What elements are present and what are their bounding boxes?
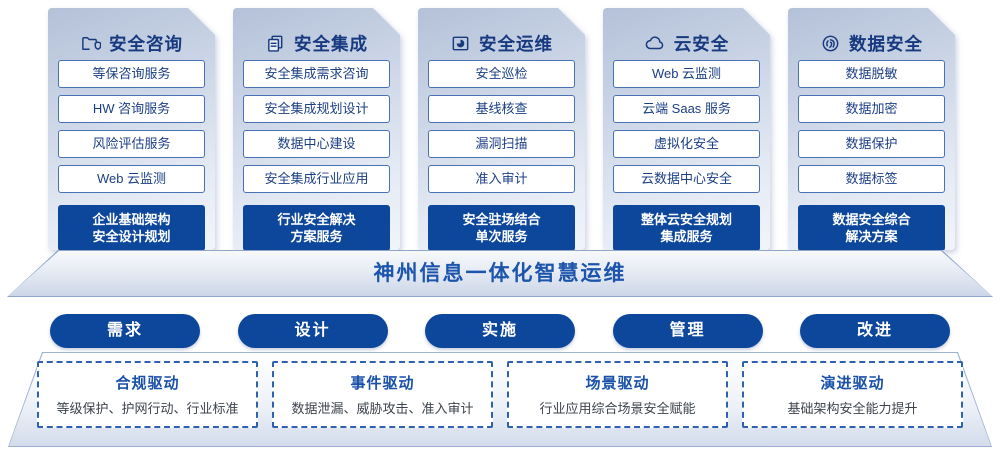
column-panel: 安全运维 安全巡检 基线核查 漏洞扫描 准入审计 安全驻场结合 单次服务: [418, 8, 585, 250]
driver-description: 基础架构安全能力提升: [787, 401, 918, 416]
service-item: 安全集成行业应用: [243, 165, 390, 193]
column-title: 数据安全: [849, 33, 923, 54]
phase-pills: 需求 设计 实施 管理 改进: [50, 314, 950, 348]
service-item: 虚拟化安全: [613, 130, 760, 158]
service-item: 数据中心建设: [243, 130, 390, 158]
driver-evolution: 演进驱动 基础架构安全能力提升: [742, 361, 963, 428]
phase-pill-improvement: 改进: [800, 314, 950, 348]
column-header: 安全集成: [233, 8, 400, 60]
driver-boxes: 合规驱动 等级保护、护网行动、行业标准 事件驱动 数据泄漏、威胁攻击、准入审计 …: [37, 361, 963, 428]
column-highlight: 整体云安全规划 集成服务: [613, 205, 760, 251]
column-header: 数据安全: [788, 8, 955, 60]
platform-banner-title: 神州信息一体化智慧运维: [7, 251, 993, 296]
service-item: Web 云监测: [58, 165, 205, 193]
service-item: 安全巡检: [428, 60, 575, 88]
driver-description: 数据泄漏、威胁攻击、准入审计: [291, 401, 474, 416]
column-data-security: 数据安全 数据脱敏 数据加密 数据保护 数据标签 数据安全综合 解决方案: [788, 8, 955, 250]
highlight-line: 安全驻场结合: [462, 212, 541, 227]
phase-pill-management: 管理: [612, 314, 763, 348]
service-item: 数据加密: [798, 95, 945, 123]
driver-title: 场景驱动: [585, 375, 650, 392]
column-security-consulting: 安全咨询 等保咨询服务 HW 咨询服务 风险评估服务 Web 云监测 企业基础架…: [48, 8, 215, 250]
highlight-line: 安全设计规划: [92, 229, 171, 244]
column-panel: 云安全 Web 云监测 云端 Saas 服务 虚拟化安全 云数据中心安全 整体云…: [603, 8, 770, 250]
column-title: 安全运维: [479, 33, 553, 54]
folder-chart-icon: [450, 33, 471, 54]
column-highlight: 企业基础架构 安全设计规划: [58, 205, 205, 251]
column-highlight: 数据安全综合 解决方案: [798, 205, 945, 251]
service-columns: 安全咨询 等保咨询服务 HW 咨询服务 风险评估服务 Web 云监测 企业基础架…: [48, 8, 955, 250]
service-item: 数据脱敏: [798, 60, 945, 88]
column-highlight: 行业安全解决 方案服务: [243, 205, 390, 251]
service-item: 准入审计: [428, 165, 575, 193]
driver-title: 事件驱动: [350, 375, 415, 392]
driver-title: 演进驱动: [820, 375, 885, 392]
phase-pill-requirement: 需求: [50, 314, 200, 348]
highlight-line: 方案服务: [290, 229, 343, 244]
service-item: 云数据中心安全: [613, 165, 760, 193]
service-item: HW 咨询服务: [58, 95, 205, 123]
column-security-integration: 安全集成 安全集成需求咨询 安全集成规划设计 数据中心建设 安全集成行业应用 行…: [233, 8, 400, 250]
service-item: 等保咨询服务: [58, 60, 205, 88]
driver-compliance: 合规驱动 等级保护、护网行动、行业标准: [37, 361, 258, 428]
driver-scenario: 场景驱动 行业应用综合场景安全赋能: [507, 361, 728, 428]
column-title: 云安全: [673, 33, 730, 54]
driver-description: 行业应用综合场景安全赋能: [539, 401, 696, 416]
column-panel: 安全咨询 等保咨询服务 HW 咨询服务 风险评估服务 Web 云监测 企业基础架…: [48, 8, 215, 250]
service-item: 云端 Saas 服务: [613, 95, 760, 123]
column-title: 安全咨询: [109, 33, 183, 54]
cloud-icon: [644, 32, 666, 54]
documents-icon: [265, 33, 286, 54]
service-item: 基线核查: [428, 95, 575, 123]
column-header: 云安全: [603, 8, 770, 60]
highlight-line: 整体云安全规划: [640, 212, 732, 227]
highlight-line: 数据安全综合: [832, 212, 911, 227]
driver-title: 合规驱动: [115, 375, 180, 392]
phase-pill-design: 设计: [237, 314, 388, 348]
column-cloud-security: 云安全 Web 云监测 云端 Saas 服务 虚拟化安全 云数据中心安全 整体云…: [603, 8, 770, 250]
column-header: 安全运维: [418, 8, 585, 60]
driver-incident: 事件驱动 数据泄漏、威胁攻击、准入审计: [272, 361, 493, 428]
column-header: 安全咨询: [48, 8, 215, 60]
service-item: Web 云监测: [613, 60, 760, 88]
highlight-line: 集成服务: [660, 229, 713, 244]
service-item: 安全集成需求咨询: [243, 60, 390, 88]
folder-shield-icon: [80, 33, 101, 54]
driver-description: 等级保护、护网行动、行业标准: [56, 401, 239, 416]
column-panel: 数据安全 数据脱敏 数据加密 数据保护 数据标签 数据安全综合 解决方案: [788, 8, 955, 250]
highlight-line: 单次服务: [475, 229, 528, 244]
phase-pill-implementation: 实施: [425, 314, 575, 348]
column-title: 安全集成: [294, 33, 368, 54]
service-item: 风险评估服务: [58, 130, 205, 158]
highlight-line: 企业基础架构: [92, 212, 171, 227]
highlight-line: 行业安全解决: [277, 212, 356, 227]
service-item: 数据保护: [798, 130, 945, 158]
service-item: 数据标签: [798, 165, 945, 193]
column-panel: 安全集成 安全集成需求咨询 安全集成规划设计 数据中心建设 安全集成行业应用 行…: [233, 8, 400, 250]
platform-banner: 神州信息一体化智慧运维: [6, 250, 993, 297]
service-item: 漏洞扫描: [428, 130, 575, 158]
column-highlight: 安全驻场结合 单次服务: [428, 205, 575, 251]
column-security-operations: 安全运维 安全巡检 基线核查 漏洞扫描 准入审计 安全驻场结合 单次服务: [418, 8, 585, 250]
fingerprint-icon: [820, 33, 841, 54]
service-item: 安全集成规划设计: [243, 95, 390, 123]
highlight-line: 解决方案: [845, 229, 898, 244]
